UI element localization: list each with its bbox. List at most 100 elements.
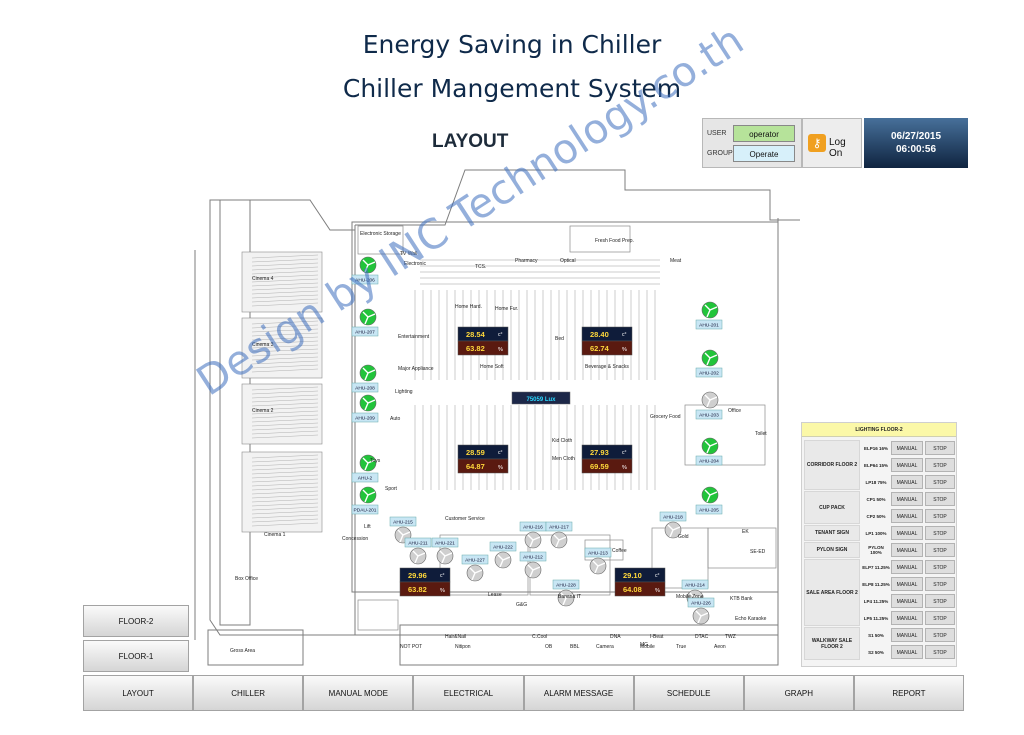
lighting-stop-button[interactable]: STOP	[925, 560, 955, 574]
lighting-stop-button[interactable]: STOP	[925, 475, 955, 489]
lighting-manual-button[interactable]: MANUAL	[891, 543, 923, 557]
ahu-fan-icon[interactable]	[359, 454, 377, 472]
ahu-fan-icon[interactable]	[466, 564, 484, 582]
ahu-label[interactable]: AHU-215	[389, 516, 417, 527]
ahu-fan-icon[interactable]	[359, 256, 377, 274]
ahu-fan-icon[interactable]	[701, 437, 719, 455]
lighting-stop-button[interactable]: STOP	[925, 645, 955, 659]
ahu-label[interactable]: AHU-218	[659, 511, 687, 522]
ahu-label[interactable]: AHU-212	[519, 551, 547, 562]
lighting-manual-button[interactable]: MANUAL	[891, 560, 923, 574]
ahu-fan-icon[interactable]	[589, 557, 607, 575]
ahu-label[interactable]: AHU-211	[404, 537, 432, 548]
ahu-label[interactable]: AHU-213	[584, 547, 612, 558]
lighting-stop-button[interactable]: STOP	[925, 441, 955, 455]
ahu-id: AHU-214	[685, 583, 705, 589]
lighting-manual-button[interactable]: MANUAL	[891, 458, 923, 472]
nav-chiller-button[interactable]: CHILLER	[193, 675, 304, 711]
nav-graph-button[interactable]: GRAPH	[743, 675, 854, 711]
lighting-stop-button[interactable]: STOP	[925, 594, 955, 608]
nav-alarm-message-button[interactable]: ALARM MESSAGE	[523, 675, 634, 711]
ahu-label[interactable]: AHU-209	[351, 412, 379, 423]
ahu-fan-icon[interactable]	[550, 531, 568, 549]
lighting-stop-button[interactable]: STOP	[925, 509, 955, 523]
ahu-label[interactable]: AHU-217	[545, 521, 573, 532]
ahu-fan-icon[interactable]	[359, 364, 377, 382]
lighting-manual-button[interactable]: MANUAL	[891, 628, 923, 642]
zone-label: Pharmacy	[515, 258, 538, 264]
ahu-id: AHU-204	[699, 459, 719, 465]
lighting-stop-button[interactable]: STOP	[925, 577, 955, 591]
ahu-label[interactable]: AHU-228	[552, 579, 580, 590]
lighting-stop-button[interactable]: STOP	[925, 526, 955, 540]
ahu-label[interactable]: AHU-2	[351, 472, 379, 483]
nav-manual-mode-button[interactable]: MANUAL MODE	[303, 675, 414, 711]
ahu-label[interactable]: AHU-206	[351, 274, 379, 285]
user-label: USER	[707, 130, 727, 137]
nav-report-button[interactable]: REPORT	[853, 675, 964, 711]
lighting-stop-button[interactable]: STOP	[925, 458, 955, 472]
nav-layout-button[interactable]: LAYOUT	[83, 675, 194, 711]
ahu-label[interactable]: AHU-203	[695, 409, 723, 420]
nav-electrical-button[interactable]: ELECTRICAL	[413, 675, 524, 711]
ahu-fan-icon[interactable]	[359, 394, 377, 412]
ahu-label[interactable]: AHU-226	[687, 597, 715, 608]
zone-label: TV Wall	[400, 251, 417, 257]
ahu-fan-icon[interactable]	[359, 308, 377, 326]
ahu-fan-icon[interactable]	[664, 521, 682, 539]
ahu-fan-icon[interactable]	[701, 391, 719, 409]
ahu-label[interactable]: AHU-207	[351, 326, 379, 337]
ahu-label[interactable]: AHU-202	[695, 367, 723, 378]
lighting-manual-button[interactable]: MANUAL	[891, 526, 923, 540]
login-panel: USER operator GROUP Operate ⚷ Log On 06/…	[702, 118, 968, 168]
lighting-stop-button[interactable]: STOP	[925, 611, 955, 625]
ahu-label[interactable]: AHU-208	[351, 382, 379, 393]
ahu-id: AHU-216	[523, 525, 543, 531]
ahu-fan-icon[interactable]	[701, 349, 719, 367]
zone-label: Fresh Food Prep.	[595, 238, 634, 244]
ahu-label[interactable]: AHU-227	[461, 554, 489, 565]
lux-readout: 75059 Lux	[526, 397, 556, 403]
temperature-value: 28.59	[466, 448, 485, 457]
ahu-label[interactable]: AHU-216	[519, 521, 547, 532]
ahu-label[interactable]: AHU-205	[695, 504, 723, 515]
lighting-stop-button[interactable]: STOP	[925, 543, 955, 557]
zone-label: EK	[742, 529, 749, 535]
ahu-fan-icon[interactable]	[409, 547, 427, 565]
ahu-fan-icon[interactable]	[701, 486, 719, 504]
nav-schedule-button[interactable]: SCHEDULE	[633, 675, 744, 711]
ahu-fan-icon[interactable]	[524, 561, 542, 579]
ahu-fan-icon[interactable]	[359, 486, 377, 504]
user-field[interactable]: operator	[733, 125, 795, 142]
lighting-group-label: WALKWAY SALE FLOOR 2	[804, 627, 860, 660]
ahu-fan-icon[interactable]	[701, 301, 719, 319]
log-on-button[interactable]: ⚷ Log On	[802, 118, 862, 168]
ahu-fan-icon[interactable]	[557, 589, 575, 607]
lighting-stop-button[interactable]: STOP	[925, 492, 955, 506]
floor-2-button[interactable]: FLOOR-2	[83, 605, 189, 637]
ahu-label[interactable]: PDAU-201	[351, 504, 379, 515]
ahu-label[interactable]: AHU-214	[681, 579, 709, 590]
lighting-stop-button[interactable]: STOP	[925, 628, 955, 642]
lighting-manual-button[interactable]: MANUAL	[891, 594, 923, 608]
lighting-manual-button[interactable]: MANUAL	[891, 441, 923, 455]
ahu-id: AHU-215	[393, 520, 413, 526]
lighting-manual-button[interactable]: MANUAL	[891, 611, 923, 625]
lighting-manual-button[interactable]: MANUAL	[891, 475, 923, 489]
lighting-manual-button[interactable]: MANUAL	[891, 492, 923, 506]
ahu-fan-icon[interactable]	[436, 547, 454, 565]
ahu-fan-icon[interactable]	[692, 607, 710, 625]
ahu-label[interactable]: AHU-201	[695, 319, 723, 330]
lighting-manual-button[interactable]: MANUAL	[891, 577, 923, 591]
ahu-label[interactable]: AHU-204	[695, 455, 723, 466]
group-field[interactable]: Operate	[733, 145, 795, 162]
floor-1-button[interactable]: FLOOR-1	[83, 640, 189, 672]
ahu-label[interactable]: AHU-222	[489, 541, 517, 552]
lighting-manual-button[interactable]: MANUAL	[891, 645, 923, 659]
ahu-label[interactable]: AHU-221	[431, 537, 459, 548]
ahu-fan-icon[interactable]	[494, 551, 512, 569]
lighting-manual-button[interactable]: MANUAL	[891, 509, 923, 523]
ahu-fan-icon[interactable]	[524, 531, 542, 549]
